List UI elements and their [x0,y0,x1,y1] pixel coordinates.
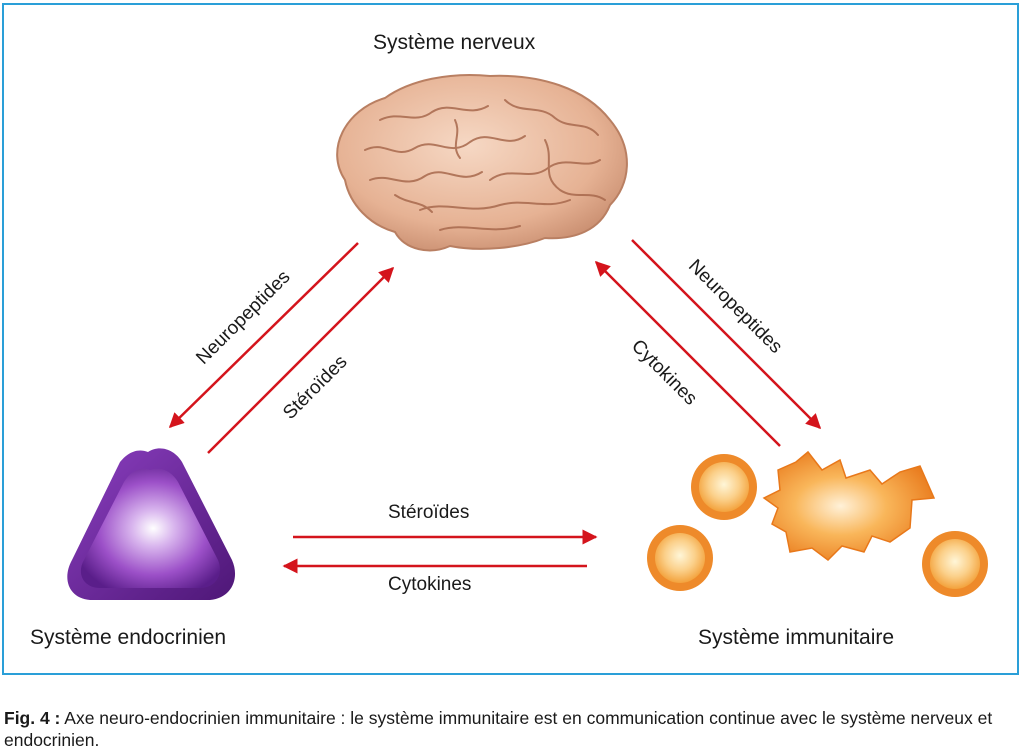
arrow-nervous-to-immune [631,239,822,430]
caption-text: Axe neuro-endocrinien immunitaire : le s… [4,708,993,750]
nervous-system-label: Système nerveux [373,31,536,54]
figure-caption: Fig. 4 : Axe neuro-endocrinien immunitai… [4,707,1020,751]
endocrine-system-label: Système endocrinien [30,626,227,649]
arrow-immune-to-nervous [594,260,781,447]
arrow-label-cytokines-bottom: Cytokines [388,574,472,595]
arrow-nervous-to-endocrine [168,242,359,429]
brain-icon [336,73,628,252]
arrow-label-steroides-bottom: Stéroïdes [388,502,470,523]
diagram-arrows [168,239,822,574]
endocrine-cell-icon [67,448,236,600]
arrow-endocrine-to-nervous [207,266,395,454]
immune-system-label: Système immunitaire [698,626,895,649]
caption-prefix: Fig. 4 : [4,708,61,728]
immune-cells-icon [647,450,988,597]
